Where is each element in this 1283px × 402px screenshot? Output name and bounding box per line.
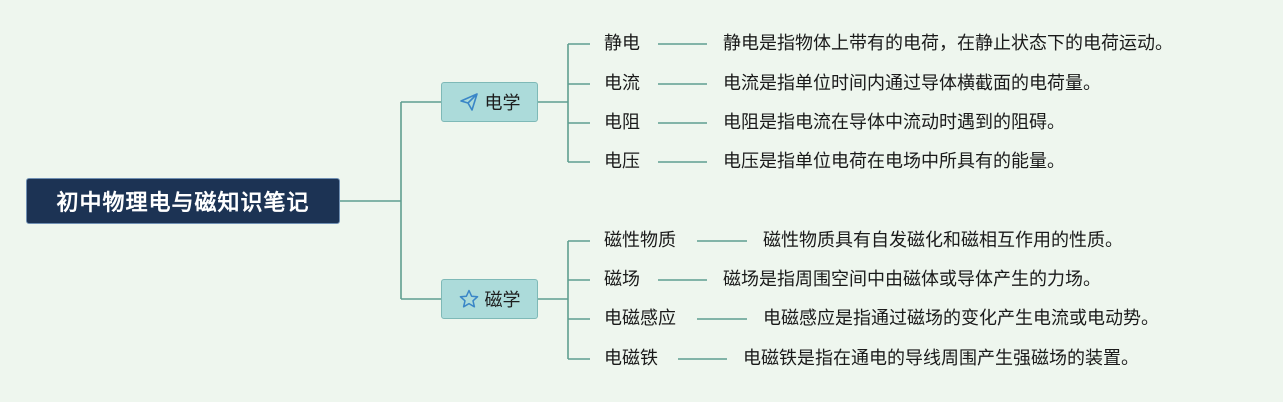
leaf-term[interactable]: 磁场	[604, 269, 640, 290]
leaf-term[interactable]: 磁性物质	[604, 230, 676, 251]
connector-branch-magnetic	[538, 240, 590, 360]
leaf-definition[interactable]: 电磁铁是指在通电的导线周围产生强磁场的装置。	[743, 348, 1139, 369]
leaf-definition[interactable]: 电磁感应是指通过磁场的变化产生电流或电动势。	[763, 308, 1159, 329]
connector-root	[340, 101, 441, 300]
branch-electric[interactable]: 电学	[441, 82, 538, 122]
leaf-definition[interactable]: 磁场是指周围空间中由磁体或导体产生的力场。	[723, 269, 1101, 290]
connector-branch-electric	[538, 43, 590, 163]
leaf-definition[interactable]: 磁性物质具有自发磁化和磁相互作用的性质。	[763, 230, 1123, 251]
root-title: 初中物理电与磁知识笔记	[56, 191, 310, 216]
leaf-term[interactable]: 静电	[604, 33, 640, 54]
paper-plane-icon	[459, 92, 479, 112]
leaf-definition[interactable]: 电阻是指电流在导体中流动时遇到的阻碍。	[723, 112, 1065, 133]
branch-label: 电学	[484, 93, 521, 114]
leaf-definition[interactable]: 电压是指单位电荷在电场中所具有的能量。	[723, 151, 1065, 172]
leaf-term[interactable]: 电磁感应	[604, 308, 676, 329]
branch-magnetic[interactable]: 磁学	[441, 279, 538, 319]
branch-label: 磁学	[484, 290, 521, 311]
star-icon	[459, 289, 479, 309]
leaf-term[interactable]: 电磁铁	[604, 348, 658, 369]
leaf-term[interactable]: 电压	[604, 151, 640, 172]
leaf-definition[interactable]: 静电是指物体上带有的电荷，在静止状态下的电荷运动。	[723, 33, 1173, 54]
leaf-definition[interactable]: 电流是指单位时间内通过导体横截面的电荷量。	[723, 73, 1101, 94]
root-topic[interactable]: 初中物理电与磁知识笔记	[26, 178, 340, 224]
leaf-term[interactable]: 电流	[604, 73, 640, 94]
leaf-term[interactable]: 电阻	[604, 112, 640, 133]
